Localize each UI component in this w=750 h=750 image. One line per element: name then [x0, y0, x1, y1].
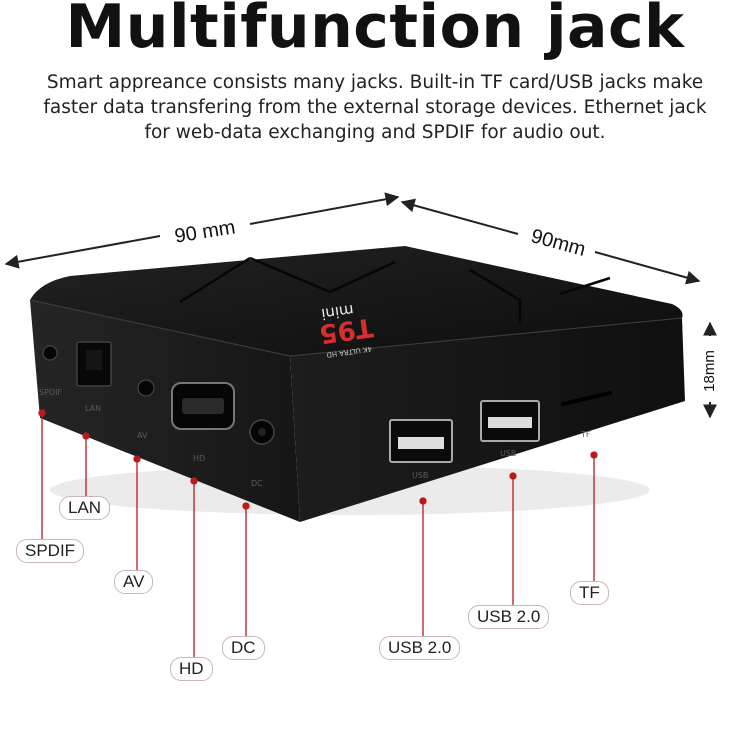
callout-hd: HD	[170, 657, 213, 681]
print-lan: LAN	[85, 404, 101, 413]
dc-port-pin	[258, 428, 266, 436]
callout-dc: DC	[222, 636, 265, 660]
dimension-height: 18mm	[701, 321, 718, 419]
callout-spdif: SPDIF	[16, 539, 85, 563]
spdif-port	[42, 345, 58, 361]
dimension-depth-label: 90mm	[529, 225, 588, 261]
leader-lines	[38, 409, 598, 658]
description-text: Smart appreance consists many jacks. Bui…	[0, 70, 750, 145]
print-hd: HD	[193, 454, 205, 463]
print-spdif: SPDIF	[39, 388, 62, 397]
top-groove	[179, 256, 611, 322]
usb-port-1-tongue	[398, 437, 444, 449]
print-usb2: USB	[500, 449, 516, 458]
callout-lan: LAN	[59, 496, 111, 520]
callout-tf: TF	[570, 581, 609, 605]
description-line-2: faster data transfering from the externa…	[43, 97, 707, 118]
lan-port-inner	[86, 350, 102, 370]
device-top-face	[30, 246, 683, 356]
print-dc: DC	[251, 479, 263, 488]
brand-logo-text: T95	[317, 311, 375, 348]
print-tf: TF	[580, 430, 591, 439]
page-title: Multifunction jack	[65, 0, 685, 62]
hdmi-port-inner	[182, 398, 224, 414]
usb-port-2-tongue	[488, 417, 532, 428]
dimension-height-label: 18mm	[701, 350, 718, 392]
print-usb1: USB	[412, 471, 428, 480]
brand-logo-sub: mini	[320, 301, 355, 323]
description-line-3: for web-data exchanging and SPDIF for au…	[144, 122, 606, 143]
av-port	[137, 379, 155, 397]
dimension-width-label: 90 mm	[173, 216, 237, 247]
callout-usb-left: USB 2.0	[379, 636, 461, 660]
print-av: AV	[137, 431, 148, 440]
tv-box-device: T95 mini 4K ULTRA HD SPDIF LAN AV HD DC …	[29, 246, 685, 522]
tf-slot	[561, 391, 612, 406]
description-line-1: Smart appreance consists many jacks. Bui…	[46, 72, 704, 93]
callout-usb-right: USB 2.0	[468, 605, 550, 629]
device-top-edge	[29, 299, 683, 357]
callout-av: AV	[114, 570, 154, 594]
